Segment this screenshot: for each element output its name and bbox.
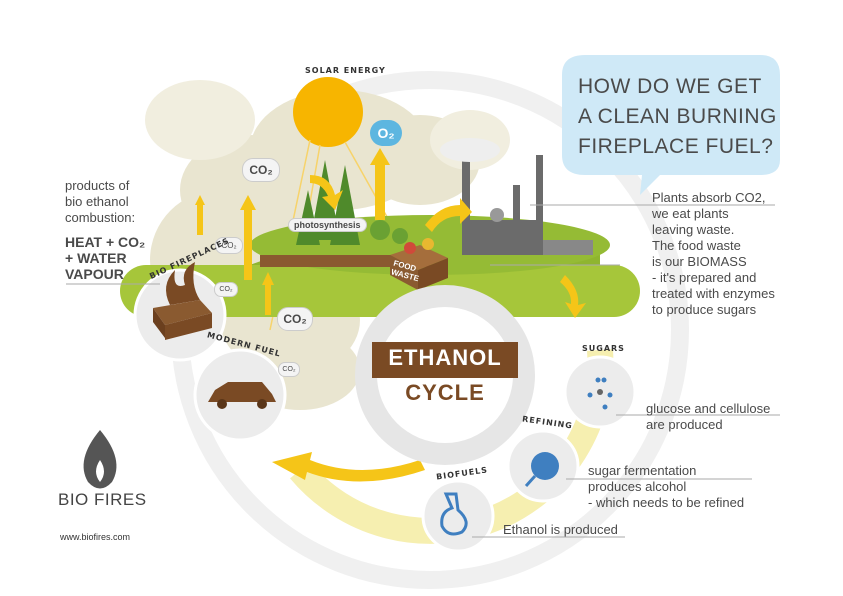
magnifier-icon	[531, 452, 559, 480]
fireplace-icon	[153, 262, 212, 340]
photosynthesis-label: photosynthesis	[288, 218, 367, 232]
speech-bubble	[562, 55, 780, 195]
text-line: leaving waste.	[652, 222, 735, 237]
car-icon	[208, 382, 276, 402]
sun-icon	[293, 77, 363, 147]
text-line: sugar fermentation	[588, 463, 697, 478]
sugars-description: glucose and cellulose are produced	[646, 401, 770, 433]
text-line: Ethanol is produced	[503, 522, 618, 537]
co2-badge: CO₂	[278, 362, 300, 377]
text-line: to produce sugars	[652, 302, 757, 317]
text-line: produces alcohol	[588, 479, 687, 494]
text-line: are produced	[646, 417, 723, 432]
co2-badge: CO₂	[242, 158, 280, 182]
molecule-icon	[587, 377, 613, 410]
combustion-intro: products of bio ethanol combustion:	[65, 178, 135, 226]
co2-badge: CO₂	[277, 307, 313, 331]
text-line: we eat plants	[652, 206, 729, 221]
cycle-title-cycle: CYCLE	[405, 380, 485, 405]
text-line: bio ethanol	[65, 194, 129, 209]
text-line: The food waste	[652, 238, 741, 253]
sugars-label: SUGARS	[582, 344, 625, 353]
text-line: glucose and cellulose	[646, 401, 771, 416]
co2-badge: CO₂	[214, 282, 238, 297]
o2-badge: O₂	[370, 120, 402, 146]
text-line: is our BIOMASS	[652, 254, 747, 269]
refining-description: sugar fermentation produces alcohol - wh…	[588, 463, 744, 511]
headline-line: HOW DO WE GET	[578, 75, 762, 98]
leader-lines	[66, 204, 780, 538]
text-line: HEAT + CO₂	[65, 234, 146, 250]
ethanol-band	[372, 342, 518, 378]
bio-fires-logo	[83, 430, 117, 489]
text-line: products of	[65, 178, 130, 193]
biofuels-description: Ethanol is produced	[503, 522, 618, 538]
text-line: VAPOUR	[65, 266, 124, 282]
text-line: treated with enzymes	[652, 286, 775, 301]
text-line: + WATER	[65, 250, 127, 266]
headline-line: A CLEAN BURNING	[578, 105, 777, 128]
brand-url[interactable]: www.biofires.com	[60, 532, 131, 542]
flask-icon	[440, 492, 468, 536]
brand-name: BIO FIRES	[58, 490, 147, 509]
cycle-title-ethanol: ETHANOL	[388, 345, 502, 370]
text-line: Plants absorb CO2,	[652, 190, 766, 205]
text-line: combustion:	[65, 210, 136, 225]
biomass-description: Plants absorb CO2, we eat plants leaving…	[652, 190, 775, 318]
text-line: - which needs to be refined	[588, 495, 745, 510]
arrow-icons	[195, 148, 586, 482]
headline: HOW DO WE GET A CLEAN BURNING FIREPLACE …	[578, 72, 778, 162]
headline-line: FIREPLACE FUEL?	[578, 135, 774, 158]
food-waste-box-icon	[390, 238, 448, 290]
text-line: - it's prepared and	[652, 270, 757, 285]
solar-energy-label: SOLAR ENERGY	[305, 66, 386, 75]
combustion-products: HEAT + CO₂ + WATER VAPOUR	[65, 232, 145, 284]
co2-badge: CO₂	[215, 237, 243, 254]
